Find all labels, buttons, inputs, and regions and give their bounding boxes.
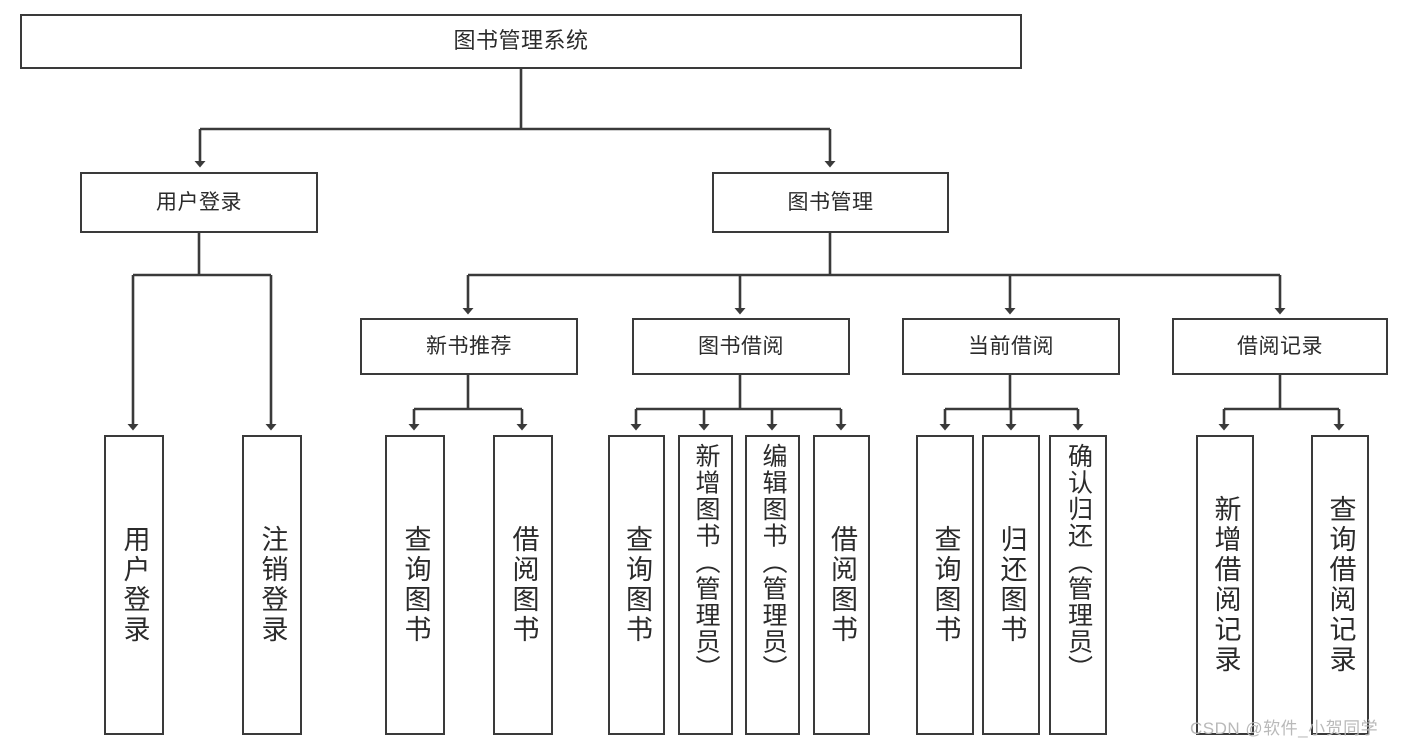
leaf-label: 借阅图书 [508,525,539,645]
leaf-label: 编辑图书（管理员） [759,443,787,682]
csdn-watermark: CSDN @软件_小贺同学 [1190,719,1379,738]
leaf-query-book-2[interactable]: 查询图书 [608,435,665,735]
node-book-manage[interactable]: 图书管理 [712,172,949,233]
node-label: 图书管理系统 [453,28,589,54]
leaf-label: 查询图书 [400,525,431,645]
leaf-label: 查询图书 [930,525,961,645]
leaf-add-record[interactable]: 新增借阅记录 [1196,435,1254,735]
node-label: 新书推荐 [426,334,512,358]
leaf-label: 确认归还（管理员） [1064,443,1093,682]
leaf-label: 查询借阅记录 [1325,495,1356,675]
leaf-label: 借阅图书 [827,525,857,645]
leaf-borrow-book-2[interactable]: 借阅图书 [813,435,870,735]
node-label: 当前借阅 [968,334,1054,358]
leaf-return-book[interactable]: 归还图书 [982,435,1040,735]
leaf-query-record[interactable]: 查询借阅记录 [1311,435,1369,735]
leaf-query-book-1[interactable]: 查询图书 [385,435,445,735]
leaf-logout[interactable]: 注销登录 [242,435,302,735]
node-current-borrow[interactable]: 当前借阅 [902,318,1120,375]
node-root-system[interactable]: 图书管理系统 [20,14,1022,69]
leaf-label: 用户登录 [119,525,150,645]
leaf-label: 新增图书（管理员） [692,443,720,682]
leaf-label: 新增借阅记录 [1210,495,1241,675]
leaf-label: 注销登录 [257,525,288,645]
leaf-borrow-book-1[interactable]: 借阅图书 [493,435,553,735]
node-label: 用户登录 [156,190,242,214]
leaf-label: 查询图书 [622,525,652,645]
node-book-borrow[interactable]: 图书借阅 [632,318,850,375]
node-label: 图书管理 [787,190,874,214]
leaf-confirm-return[interactable]: 确认归还（管理员） [1049,435,1107,735]
node-user-login[interactable]: 用户登录 [80,172,318,233]
leaf-add-book[interactable]: 新增图书（管理员） [678,435,733,735]
node-label: 借阅记录 [1237,334,1323,358]
node-new-book-rec[interactable]: 新书推荐 [360,318,578,375]
node-borrow-record[interactable]: 借阅记录 [1172,318,1388,375]
leaf-query-book-3[interactable]: 查询图书 [916,435,974,735]
leaf-user-login[interactable]: 用户登录 [104,435,164,735]
leaf-label: 归还图书 [996,525,1027,645]
node-label: 图书借阅 [698,334,784,358]
leaf-edit-book[interactable]: 编辑图书（管理员） [745,435,800,735]
